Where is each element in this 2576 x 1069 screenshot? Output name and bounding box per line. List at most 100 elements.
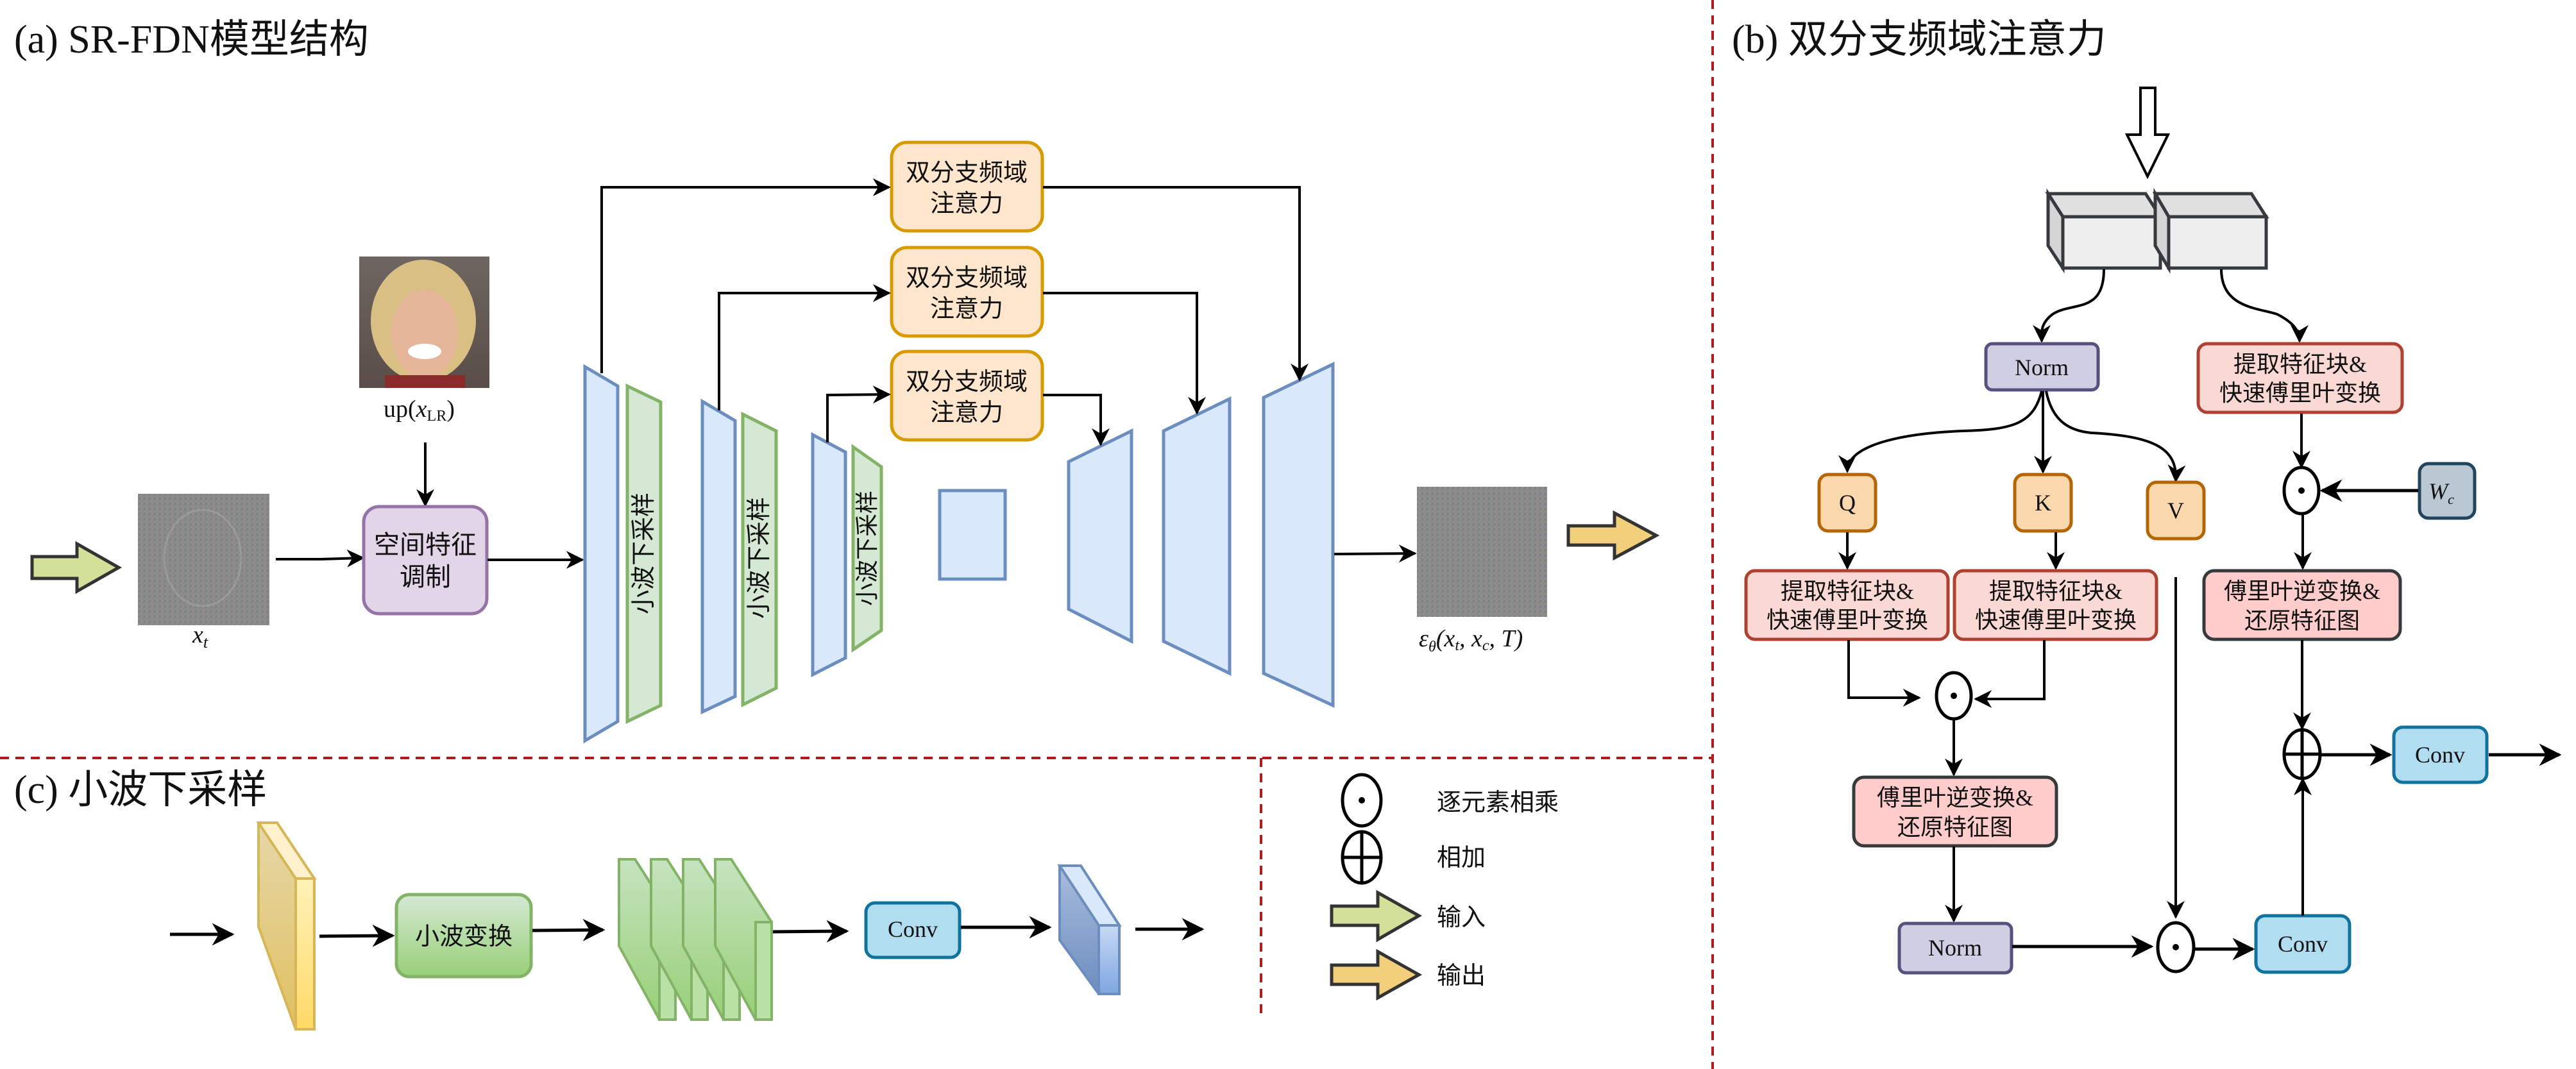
svg-text:提取特征块&: 提取特征块& bbox=[1989, 578, 2123, 604]
svg-text:注意力: 注意力 bbox=[930, 400, 1003, 426]
wavelet-downsample-1: 小波下采样 bbox=[625, 383, 663, 724]
output-label: εθ(xt, xc, T) bbox=[1419, 625, 1523, 655]
edge-enc3-to-attn3 bbox=[826, 385, 891, 442]
svg-text:小波下采样: 小波下采样 bbox=[746, 497, 773, 619]
svg-text:快速傅里叶变换: 快速傅里叶变换 bbox=[1975, 607, 2137, 633]
feature-cube-right bbox=[2152, 187, 2269, 274]
svg-text:快速傅里叶变换: 快速傅里叶变换 bbox=[2219, 380, 2381, 406]
multiply-op-qk bbox=[1935, 671, 1973, 721]
svg-text:Q: Q bbox=[1839, 490, 1856, 516]
edge-cube-to-extract bbox=[2220, 269, 2309, 343]
q-block: Q bbox=[1817, 473, 1877, 533]
svg-text:快速傅里叶变换: 快速傅里叶变换 bbox=[1767, 607, 1928, 633]
feature-cube-left bbox=[2045, 188, 2164, 274]
input-arrow-icon bbox=[1330, 889, 1423, 943]
svg-text:还原特征图: 还原特征图 bbox=[2244, 608, 2360, 634]
attention-block-2: 双分支频域 注意力 bbox=[890, 246, 1044, 338]
noisy-image-label: xt bbox=[192, 621, 208, 652]
edge-c-subbands-to-conv bbox=[772, 920, 849, 943]
svg-text:还原特征图: 还原特征图 bbox=[1897, 814, 2013, 840]
conv-block-bottom: Conv bbox=[2254, 914, 2351, 974]
svg-text:小波下采样: 小波下采样 bbox=[631, 492, 657, 614]
svg-text:Conv: Conv bbox=[2415, 742, 2465, 768]
svg-text:V: V bbox=[2167, 498, 2184, 523]
edge-enc2-to-attn2 bbox=[718, 284, 891, 410]
panel-b: (b) 双分支频域注意力 Norm 提取特征块& 快速傅里叶变换 bbox=[1732, 18, 2562, 975]
svg-text:注意力: 注意力 bbox=[930, 190, 1003, 217]
svg-text:输入: 输入 bbox=[1437, 904, 1486, 931]
svg-text:小波变换: 小波变换 bbox=[415, 923, 513, 950]
multiply-op-v bbox=[2156, 921, 2196, 973]
feature-map-output bbox=[1057, 864, 1122, 995]
svg-text:K: K bbox=[2035, 490, 2051, 516]
panel-a-title: (a) SR-FDN模型结构 bbox=[14, 18, 369, 62]
legend: 逐元素相乘 相加 输入 输出 bbox=[1330, 773, 1559, 1001]
svg-text:提取特征块&: 提取特征块& bbox=[1781, 578, 1914, 604]
svg-text:Norm: Norm bbox=[1928, 935, 1982, 961]
svg-text:傅里叶逆变换&: 傅里叶逆变换& bbox=[1877, 785, 2033, 811]
ifft-block-right: 傅里叶逆变换& 还原特征图 bbox=[2202, 569, 2402, 641]
edge-enc1-to-attn1 bbox=[600, 178, 891, 373]
legend-item-add: 相加 bbox=[1341, 830, 1486, 885]
edge-norm-to-q bbox=[1838, 391, 2043, 473]
predicted-noise-image bbox=[1417, 487, 1547, 617]
svg-text:双分支频域: 双分支频域 bbox=[906, 265, 1028, 292]
extract-fft-block-k: 提取特征块& 快速傅里叶变换 bbox=[1953, 569, 2158, 641]
conv-block-right: Conv bbox=[2392, 725, 2489, 784]
output-arrow-icon bbox=[1566, 510, 1660, 561]
wavelet-subbands bbox=[618, 858, 773, 1021]
wavelet-downsample-3: 小波下采样 bbox=[851, 444, 883, 653]
norm-block-bottom: Norm bbox=[1897, 922, 2013, 975]
panel-c-title: (c) 小波下采样 bbox=[14, 768, 267, 812]
svg-text:Conv: Conv bbox=[888, 916, 938, 942]
encoder-block-3 bbox=[811, 432, 847, 678]
svg-text:Wc: Wc bbox=[2428, 478, 2454, 507]
k-block: K bbox=[2013, 473, 2073, 533]
decoder-block-3 bbox=[1262, 362, 1335, 708]
svg-text:相加: 相加 bbox=[1437, 845, 1486, 871]
extract-fft-block-q: 提取特征块& 快速傅里叶变换 bbox=[1744, 569, 1950, 641]
norm-block-top: Norm bbox=[1984, 342, 2100, 392]
legend-item-input: 输入 bbox=[1330, 889, 1486, 943]
edge-fftq-to-mul bbox=[1847, 640, 1921, 707]
spatial-modulation-block: 空间特征 调制 bbox=[362, 505, 489, 616]
svg-text:傅里叶逆变换&: 傅里叶逆变换& bbox=[2224, 578, 2380, 604]
ifft-block-left: 傅里叶逆变换& 还原特征图 bbox=[1852, 775, 2058, 848]
svg-text:空间特征: 空间特征 bbox=[374, 530, 477, 559]
attention-block-3: 双分支频域 注意力 bbox=[890, 349, 1044, 442]
panel-a: (a) SR-FDN模型结构 xt up(xLR) 空间特征 调制 小波下采样 bbox=[14, 18, 1660, 744]
v-block: V bbox=[2146, 480, 2206, 541]
svg-text:双分支频域: 双分支频域 bbox=[906, 369, 1028, 396]
wavelet-downsample-2: 小波下采样 bbox=[741, 411, 778, 708]
decoder-block-2 bbox=[1162, 396, 1232, 676]
output-arrow-icon bbox=[1330, 948, 1423, 1001]
panel-c: (c) 小波下采样 小波变换 Conv bbox=[14, 768, 1205, 1031]
edge-fftk-to-mul bbox=[1974, 640, 2046, 708]
panel-b-title: (b) 双分支频域注意力 bbox=[1732, 18, 2106, 62]
svg-text:双分支频域: 双分支频域 bbox=[906, 160, 1028, 187]
svg-text:逐元素相乘: 逐元素相乘 bbox=[1437, 789, 1559, 816]
svg-text:输出: 输出 bbox=[1437, 963, 1486, 989]
extract-fft-block-right: 提取特征块& 快速傅里叶变换 bbox=[2196, 342, 2404, 414]
lr-face-skin bbox=[391, 290, 458, 377]
edge-decoder-to-output bbox=[1334, 544, 1417, 563]
svg-text:注意力: 注意力 bbox=[930, 296, 1003, 323]
svg-text:调制: 调制 bbox=[400, 562, 451, 591]
input-arrow-icon bbox=[30, 541, 123, 594]
add-op bbox=[2282, 728, 2322, 780]
edge-cube-to-norm bbox=[2032, 269, 2105, 343]
decoder-block-1 bbox=[1067, 428, 1133, 644]
hollow-input-arrow-icon bbox=[2124, 87, 2171, 180]
bottleneck-block bbox=[938, 489, 1007, 581]
edge-attn1-to-dec3 bbox=[1043, 186, 1309, 382]
legend-item-output: 输出 bbox=[1330, 948, 1486, 1001]
legend-item-multiply: 逐元素相乘 bbox=[1341, 773, 1559, 828]
encoder-block-2 bbox=[700, 398, 737, 714]
feature-map-input bbox=[256, 821, 317, 1031]
svg-text:Norm: Norm bbox=[2015, 355, 2069, 380]
lr-face-mouth bbox=[408, 344, 441, 359]
svg-text:Conv: Conv bbox=[2278, 931, 2328, 957]
edge-norm-to-v bbox=[2045, 391, 2186, 483]
conv-block-c: Conv bbox=[864, 901, 962, 959]
